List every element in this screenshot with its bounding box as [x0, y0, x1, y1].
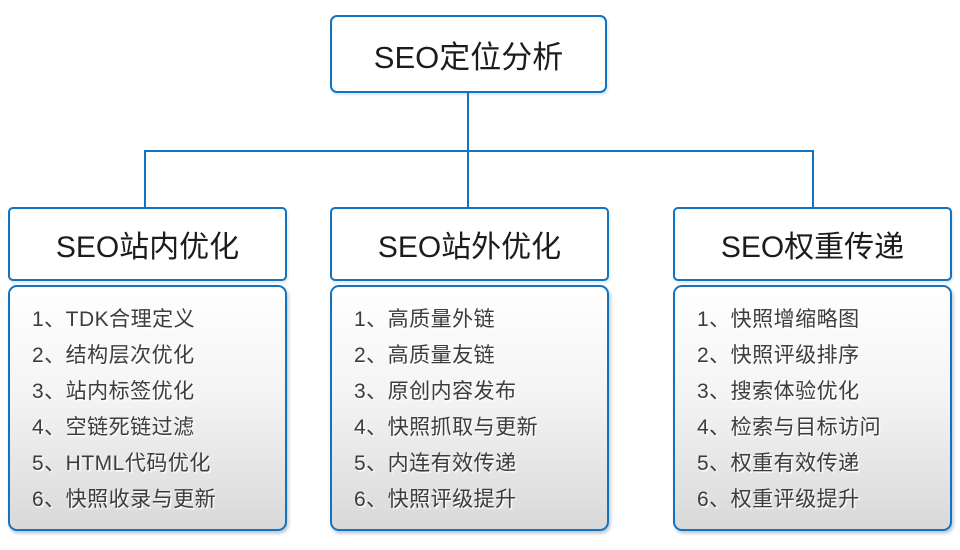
list-item: 6、快照收录与更新 [32, 488, 217, 511]
connector-drop-center [467, 150, 469, 207]
connector-root-stem [467, 93, 469, 151]
list-item: 6、快照评级提升 [354, 488, 517, 511]
list-item: 4、检索与目标访问 [697, 416, 882, 439]
connector-drop-right [812, 150, 814, 207]
list-item: 6、权重评级提升 [697, 488, 860, 511]
branch-header-offsite: SEO站外优化 [330, 207, 609, 281]
branch-title: SEO站外优化 [377, 231, 562, 264]
list-item: 3、原创内容发布 [354, 380, 517, 403]
list-item: 5、权重有效传递 [697, 452, 860, 475]
branch-title: SEO权重传递 [720, 231, 905, 264]
list-item: 5、内连有效传递 [354, 452, 517, 475]
list-item: 2、快照评级排序 [697, 344, 860, 367]
connector-drop-left [144, 150, 146, 207]
list-item: 1、快照增缩略图 [697, 308, 860, 331]
list-item: 1、TDK合理定义 [32, 308, 196, 331]
list-item: 3、搜索体验优化 [697, 380, 860, 403]
connector-horizontal [144, 150, 814, 152]
list-item: 1、高质量外链 [354, 308, 496, 331]
branch-list-onsite: 1、TDK合理定义 2、结构层次优化 3、站内标签优化 4、空链死链过滤 5、H… [8, 285, 287, 531]
list-item: 4、快照抓取与更新 [354, 416, 539, 439]
branch-list-weight: 1、快照增缩略图 2、快照评级排序 3、搜索体验优化 4、检索与目标访问 5、权… [673, 285, 952, 531]
list-item: 3、站内标签优化 [32, 380, 195, 403]
list-item: 4、空链死链过滤 [32, 416, 195, 439]
root-title: SEO定位分析 [373, 39, 564, 75]
list-item: 2、高质量友链 [354, 344, 496, 367]
branch-list-offsite: 1、高质量外链 2、高质量友链 3、原创内容发布 4、快照抓取与更新 5、内连有… [330, 285, 609, 531]
list-item: 2、结构层次优化 [32, 344, 195, 367]
list-item: 5、HTML代码优化 [32, 452, 211, 475]
root-node-box: SEO定位分析 [330, 15, 607, 93]
branch-header-onsite: SEO站内优化 [8, 207, 287, 281]
branch-header-weight: SEO权重传递 [673, 207, 952, 281]
branch-title: SEO站内优化 [55, 231, 240, 264]
